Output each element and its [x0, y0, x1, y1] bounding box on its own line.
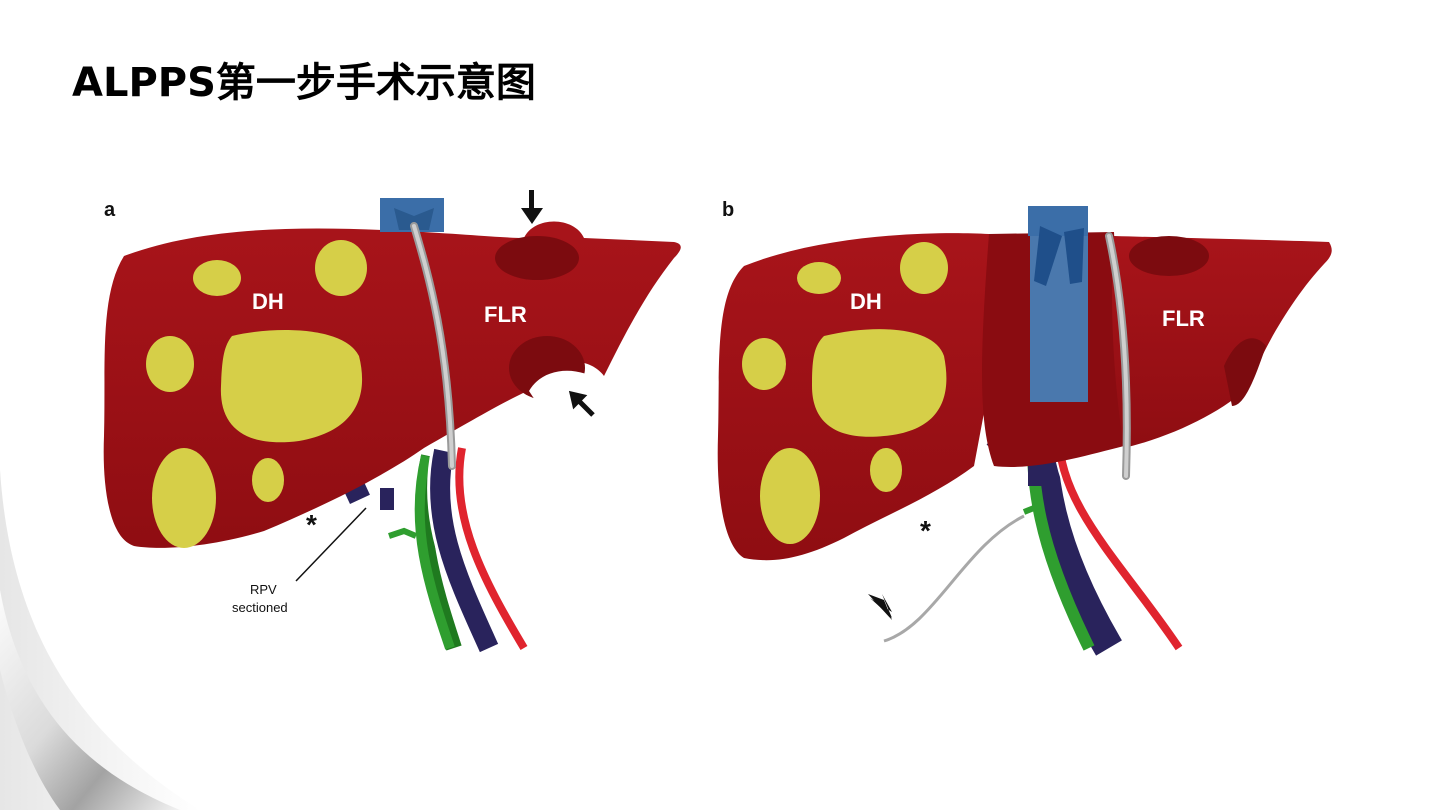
- panel-a-arrow-top: [521, 190, 543, 224]
- panel-a-liver: [103, 221, 681, 548]
- panel-b-asterisk: *: [920, 515, 931, 546]
- panel-a-tumors: [146, 240, 367, 548]
- panel-b-liver-flr: [1112, 236, 1332, 448]
- panel-b-tumors: [742, 242, 948, 544]
- panel-a: a: [103, 190, 681, 654]
- slide-title: ALPPS第一步手术示意图: [72, 60, 536, 106]
- panel-a-top-notch: [495, 236, 579, 280]
- panel-a-letter: a: [104, 199, 116, 221]
- panel-a-rpv-pointer: [295, 507, 367, 582]
- panel-a-arrow-side: [568, 390, 595, 417]
- alpps-diagram: a: [84, 186, 1356, 668]
- panel-b-side-notch: [1224, 338, 1266, 406]
- panel-b-dh-label: DH: [850, 289, 882, 314]
- panel-a-asterisk: *: [306, 509, 317, 540]
- panel-a-rpv-line2: sectioned: [232, 600, 288, 615]
- panel-b-top-notch: [1129, 236, 1209, 276]
- panel-b-flr-label: FLR: [1162, 306, 1205, 331]
- panel-a-dh-label: DH: [252, 289, 284, 314]
- page-curl-decoration: [0, 470, 200, 810]
- panel-a-rpv-line1: RPV: [250, 582, 277, 597]
- panel-b: b: [717, 199, 1332, 656]
- panel-b-letter: b: [722, 199, 734, 221]
- panel-a-flr-label: FLR: [484, 302, 527, 327]
- panel-a-vessels: [344, 446, 531, 654]
